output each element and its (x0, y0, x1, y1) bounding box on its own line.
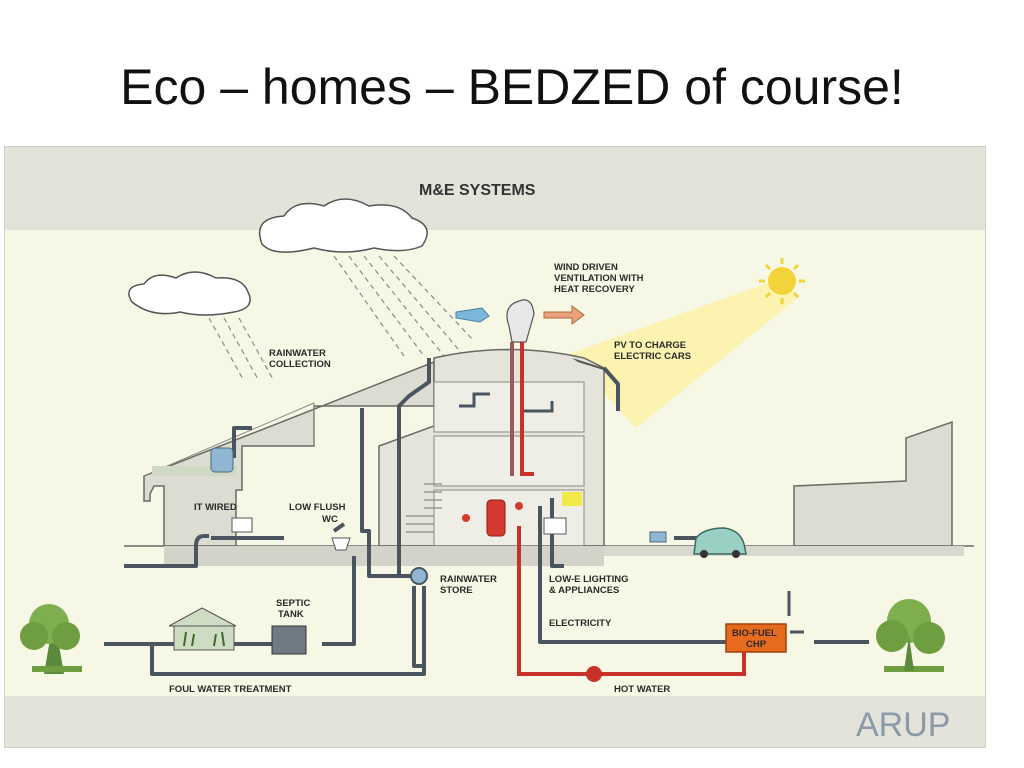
cloud-small-icon (128, 271, 251, 316)
arup-logo: ARUP (856, 706, 950, 744)
label-rainwater-store-1: RAINWATER (440, 574, 497, 585)
cold-air-arrow (455, 307, 490, 323)
biofuel-chp-icon (725, 623, 787, 653)
rainwater-tank-icon (210, 447, 234, 473)
label-septic-1: SEPTIC (276, 598, 310, 609)
label-low-flush-2: WC (322, 514, 338, 525)
diagram-heading: M&E SYSTEMS (419, 182, 536, 199)
stairs (406, 483, 442, 533)
electric-car-icon (693, 527, 747, 558)
bottom-band (4, 696, 986, 748)
pv-panel (572, 358, 610, 372)
hot-water-pump-icon (586, 666, 602, 682)
label-low-e-2: & APPLIANCES (549, 585, 619, 596)
label-biofuel-1: BIO-FUEL (732, 628, 777, 639)
appliance-icon (543, 517, 567, 535)
label-rainwater-collection-2: COLLECTION (269, 359, 331, 370)
label-pv-2: ELECTRIC CARS (614, 351, 691, 362)
label-hot-water: HOT WATER (614, 684, 670, 695)
slide-title: Eco – homes – BEDZED of course! (120, 59, 904, 115)
label-septic-2: TANK (278, 609, 304, 620)
right-tree-icon (876, 599, 945, 672)
label-wind-3: HEAT RECOVERY (554, 284, 635, 295)
label-low-flush-1: LOW FLUSH (289, 502, 346, 513)
label-wind-2: VENTILATION WITH (554, 273, 644, 284)
reed-bed-icon (168, 607, 237, 651)
cloud-large-icon (258, 198, 428, 253)
warm-air-arrow (543, 305, 585, 325)
light-bulb-icon (562, 492, 582, 506)
pipework (104, 358, 869, 676)
label-low-e-1: LOW-E LIGHTING (549, 574, 629, 585)
warm-duct (520, 342, 534, 476)
sun-icon (759, 258, 805, 304)
septic-tank-icon (271, 625, 307, 655)
label-it-wired: IT WIRED (194, 502, 237, 513)
sunlight-beam (569, 280, 800, 428)
rain-lines (208, 255, 475, 382)
computer-icon (231, 517, 253, 533)
green-roof (152, 466, 237, 476)
radiator-icon (462, 514, 470, 522)
label-foul-water: FOUL WATER TREATMENT (169, 684, 292, 695)
wind-cowl-icon (455, 299, 585, 343)
label-electricity: ELECTRICITY (549, 618, 612, 629)
label-rainwater-collection-1: RAINWATER (269, 348, 326, 359)
label-rainwater-store-2: STORE (440, 585, 473, 596)
label-wind-1: WIND DRIVEN (554, 262, 618, 273)
hot-water-cylinder-icon (486, 499, 506, 537)
me-systems-diagram: M&E SYSTEMS (4, 146, 986, 748)
label-pv-1: PV TO CHARGE (614, 340, 686, 351)
wc-icon (331, 537, 351, 551)
rainwater-store-pump-icon (410, 567, 428, 585)
top-band (4, 146, 986, 230)
label-biofuel-2: CHP (746, 639, 767, 650)
foundation (164, 546, 604, 566)
left-tree-icon (20, 604, 82, 674)
